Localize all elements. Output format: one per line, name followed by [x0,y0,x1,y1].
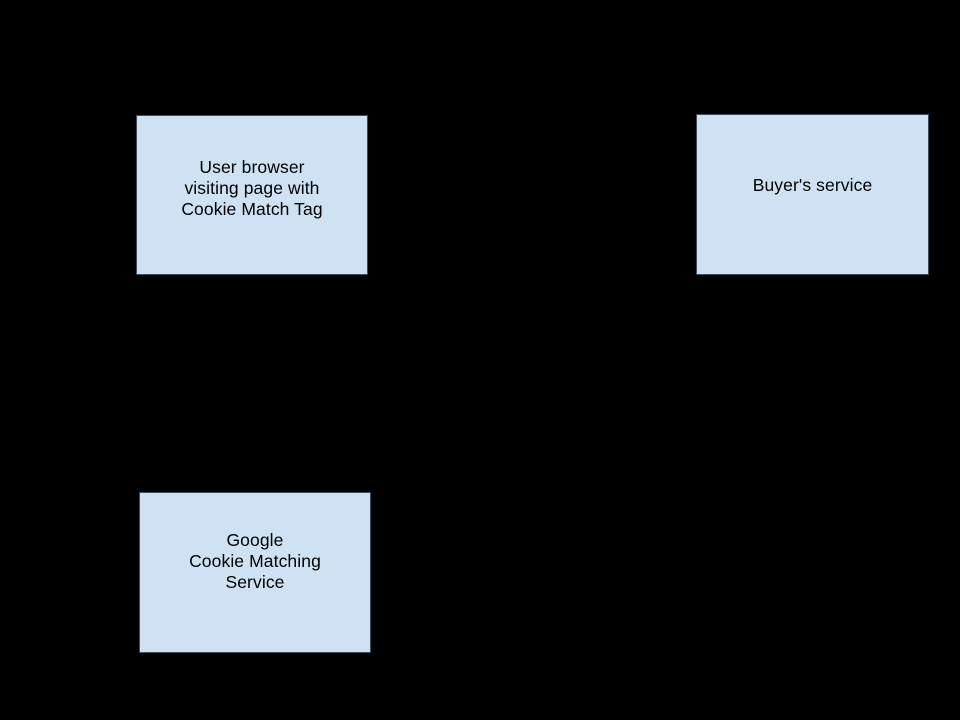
node-label-line: Cookie Matching [189,551,321,571]
node-label-line: Google [226,530,284,550]
node-label-line: Cookie Match Tag [181,198,323,219]
node-label-line: visiting page with [184,177,320,198]
node-user-browser: User browser visiting page with Cookie M… [136,115,368,275]
node-user-browser-label: User browser visiting page with Cookie M… [181,157,322,220]
node-label-line: Buyer's service [752,175,873,195]
node-buyers-service-label: Buyer's service [753,175,873,196]
node-label-line: Service [225,572,285,592]
node-google-cookie-matching-service: Google Cookie Matching Service [139,492,371,653]
node-google-cookie-matching-service-label: Google Cookie Matching Service [189,530,321,593]
node-label-line: User browser [199,156,305,177]
node-buyers-service: Buyer's service [696,114,929,275]
